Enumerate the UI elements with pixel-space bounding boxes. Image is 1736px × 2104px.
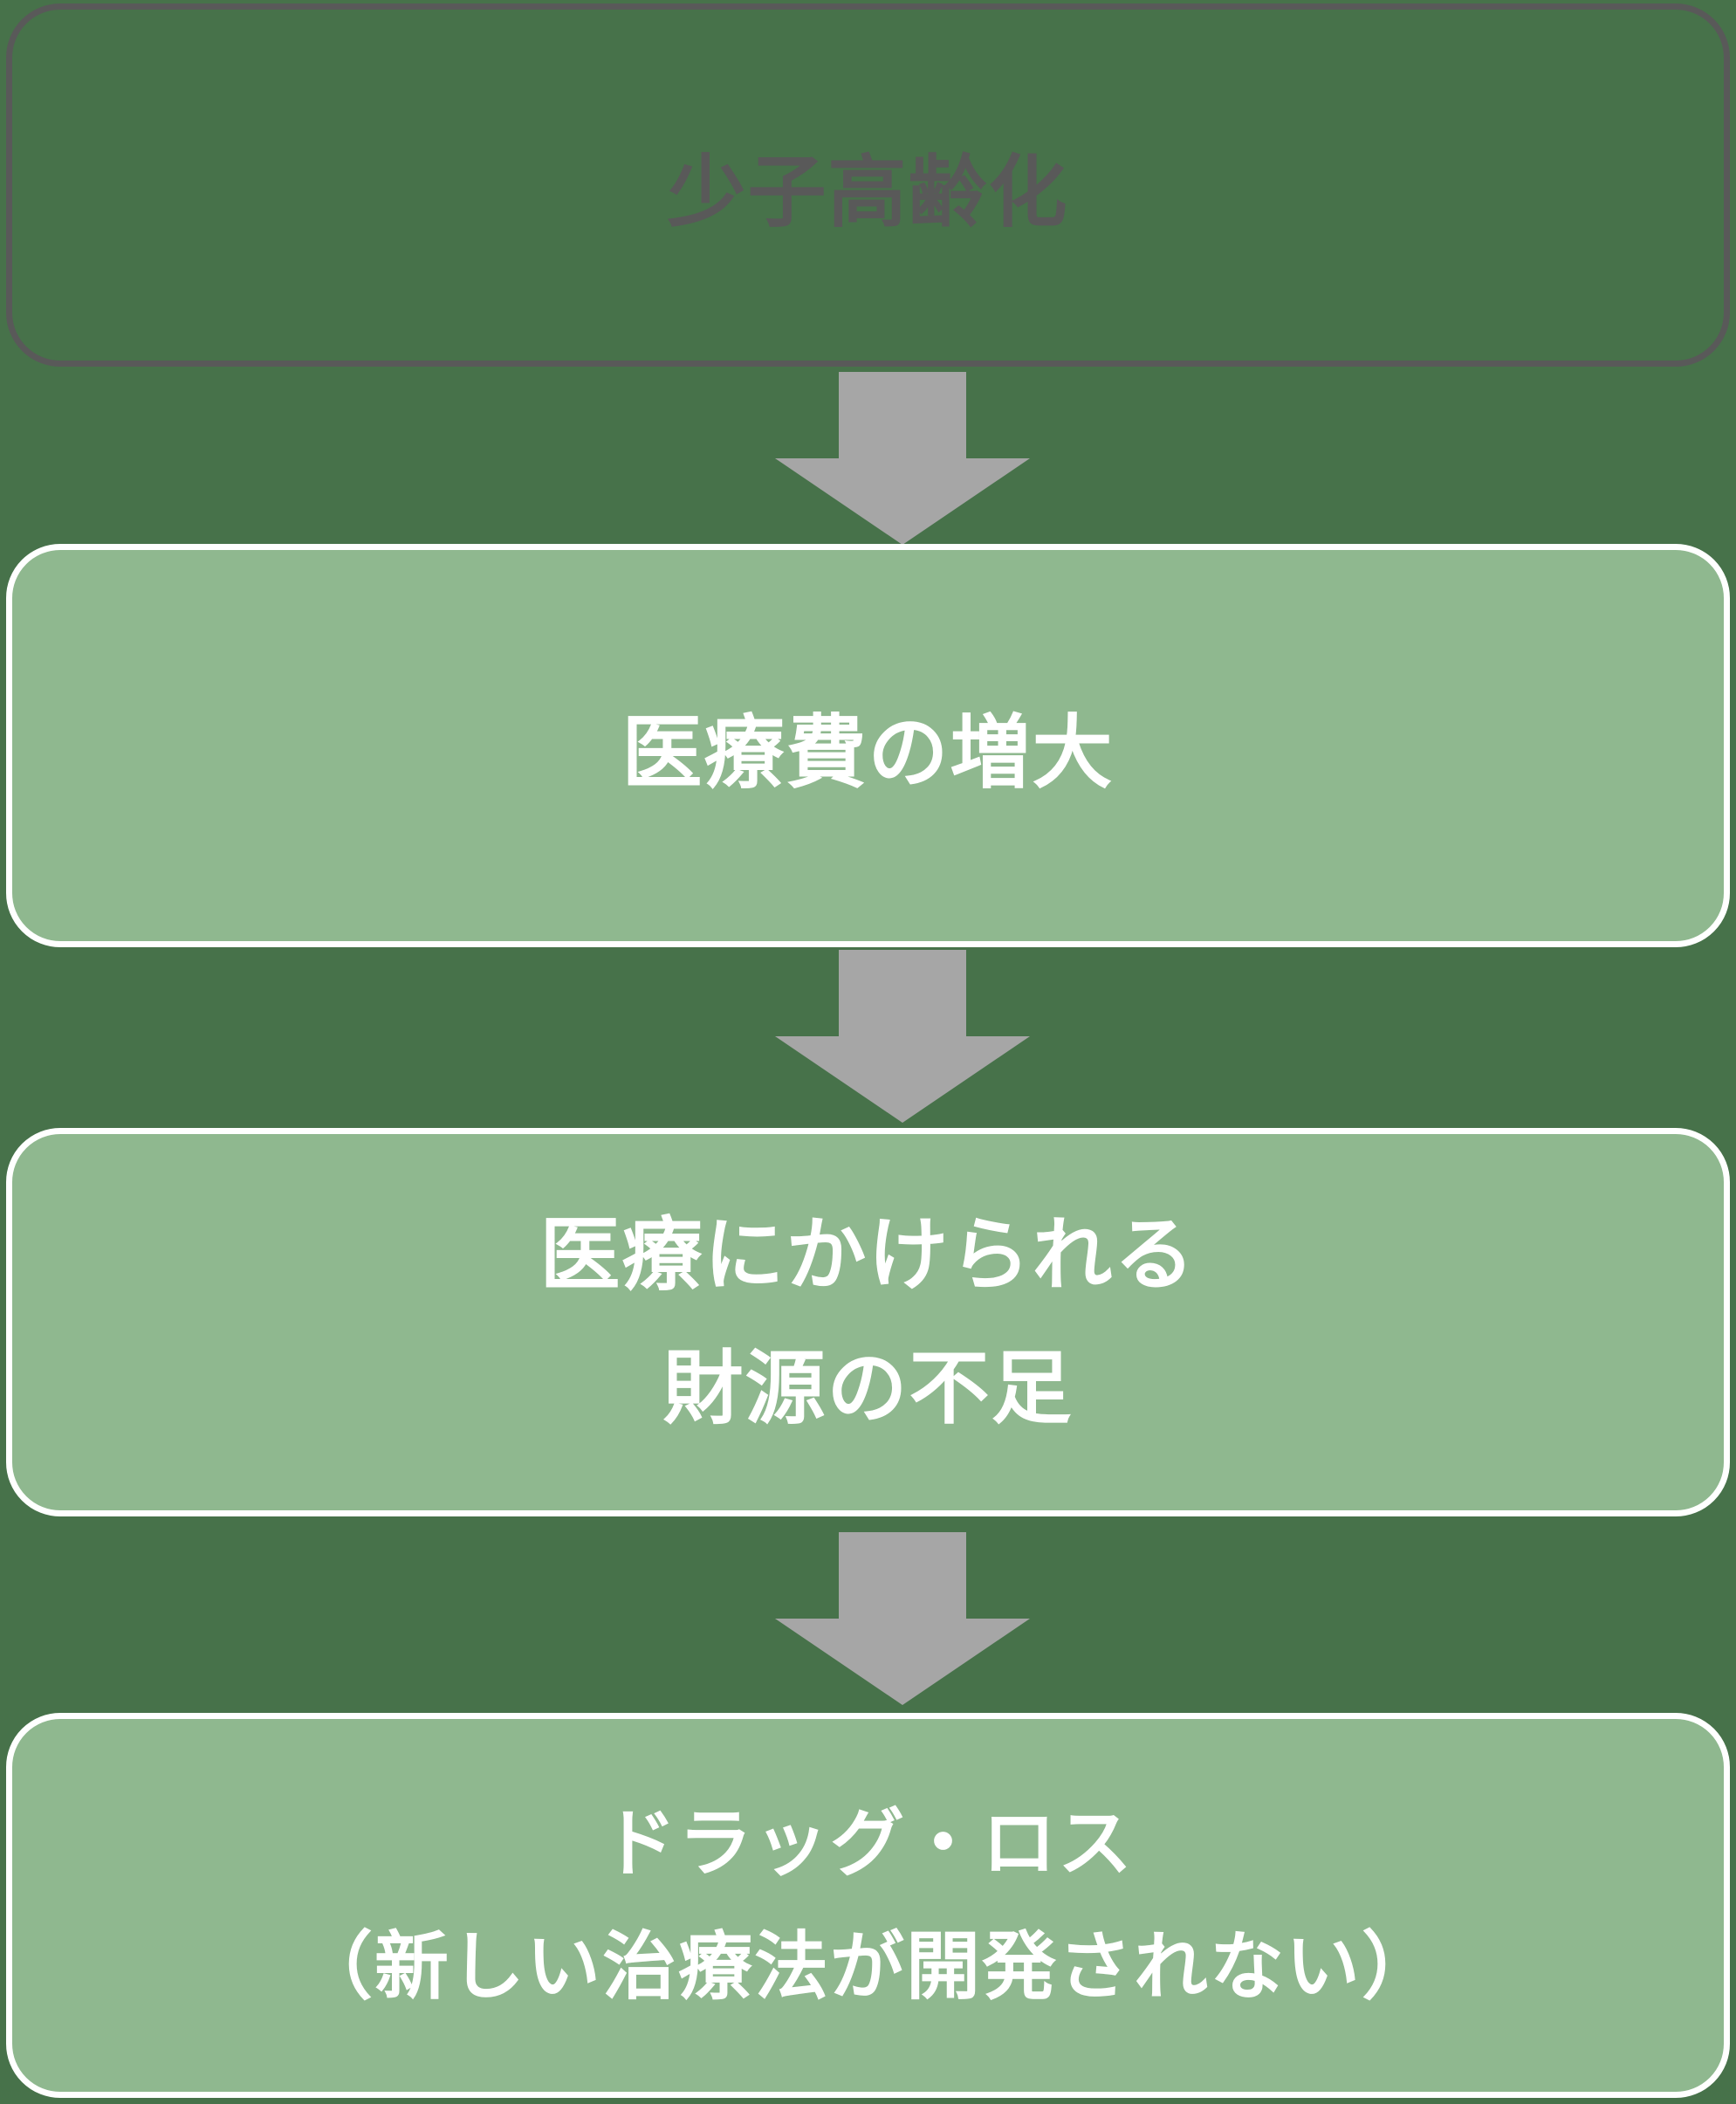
drug-loss-line1: ドラッグ・ロス bbox=[601, 1802, 1134, 1886]
funding-shortage-line2: 財源の不足 bbox=[662, 1344, 1074, 1434]
medical-costs-label: 医療費の増大 bbox=[621, 708, 1115, 798]
down-arrow-1 bbox=[775, 372, 1030, 545]
flow-box-medical-costs: 医療費の増大 bbox=[6, 544, 1730, 947]
aging-society-label: 少子高齢化 bbox=[667, 149, 1069, 237]
drug-loss-label: ドラッグ・ロス （新しい治療法が開発されない） bbox=[298, 1783, 1438, 2029]
flow-box-funding-shortage: 医療にかけられる 財源の不足 bbox=[6, 1128, 1730, 1516]
flow-box-drug-loss: ドラッグ・ロス （新しい治療法が開発されない） bbox=[6, 1713, 1730, 2098]
funding-shortage-label: 医療にかけられる 財源の不足 bbox=[539, 1189, 1196, 1456]
funding-shortage-line1: 医療にかけられる bbox=[539, 1210, 1197, 1300]
down-arrow-2 bbox=[775, 950, 1030, 1123]
down-arrow-3 bbox=[775, 1532, 1030, 1705]
flow-box-aging-society: 少子高齢化 bbox=[6, 3, 1730, 367]
drug-loss-line2: （新しい治療法が開発されない） bbox=[298, 1925, 1438, 2009]
